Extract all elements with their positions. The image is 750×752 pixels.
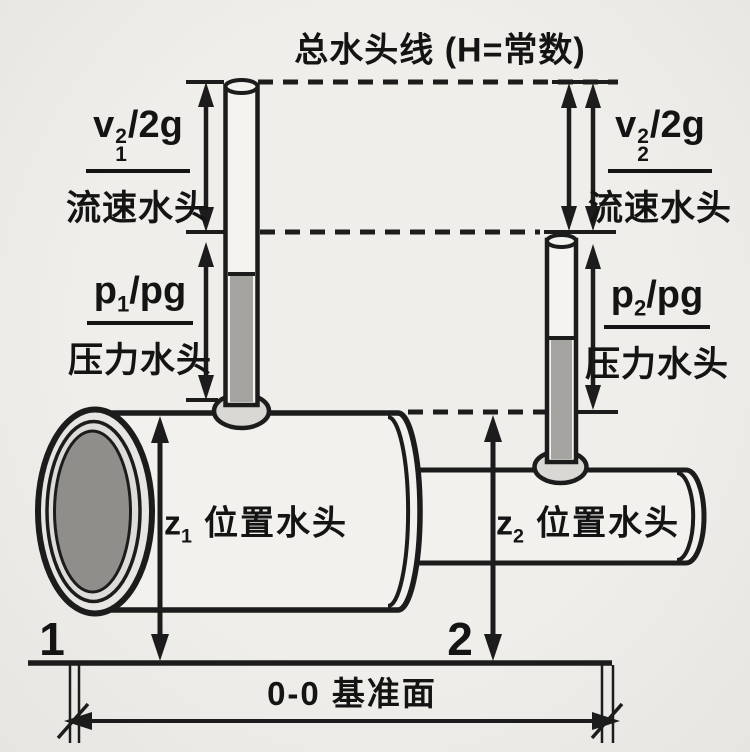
elevation-head-2-arrow [484, 415, 502, 661]
pressure-head-2-arrow [585, 244, 601, 410]
pressure-head-1-arrow [198, 242, 214, 400]
velocity-head-1-arrow [198, 82, 214, 232]
pressure-head-1-caption: 压力水头 [67, 340, 213, 380]
dimension-tick-right [590, 702, 624, 740]
tube-2-rim [545, 233, 578, 249]
pressure-head-2-formula: p2/pg [603, 275, 711, 329]
pressure-head-2-label: p2/pg 压力水头 [584, 275, 730, 387]
outlet-pipe-end-cap [685, 467, 707, 566]
main-pipe [35, 406, 423, 617]
piezometer-tube-2 [532, 233, 589, 486]
dimension-line [56, 702, 624, 740]
pressure-head-2-caption: 压力水头 [584, 344, 730, 384]
section-1-label: 1 [39, 613, 65, 665]
water-column-2 [551, 338, 572, 459]
tube-1-rim [223, 78, 260, 95]
elevation-head-1-arrow [151, 416, 169, 661]
section-2-label: 2 [447, 613, 473, 665]
velocity-head-2-caption: 流速水头 [587, 188, 733, 228]
main-pipe-end-cap [397, 410, 423, 613]
pipe-opening-interior [53, 429, 132, 594]
total-head-line-title: 总水头线 (H=常数) [294, 31, 586, 70]
velocity-head-2-arrow-a [561, 83, 577, 231]
pressure-head-1-formula: p1/pg [86, 271, 194, 325]
piezometer-tube-1 [211, 78, 272, 431]
velocity-head-1-caption: 流速水头 [65, 188, 211, 228]
datum-label: 0-0 基准面 [267, 675, 437, 712]
velocity-head-2-arrow-b [585, 83, 601, 231]
dimension-tick-left [56, 702, 90, 740]
pressure-head-1-label: p1/pg 压力水头 [67, 271, 213, 383]
water-column-1 [230, 274, 253, 402]
